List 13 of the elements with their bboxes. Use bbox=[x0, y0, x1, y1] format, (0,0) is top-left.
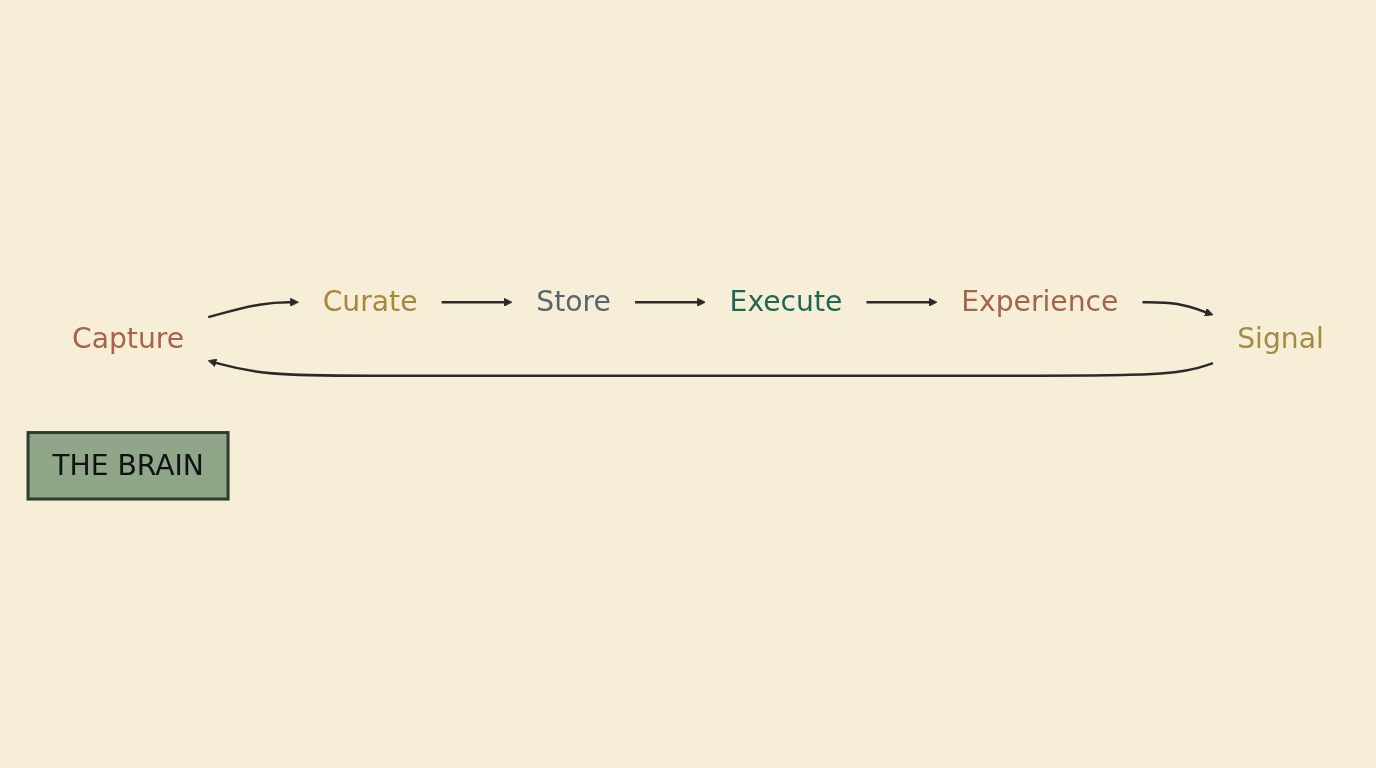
node-text: Signal bbox=[1237, 321, 1324, 356]
arrow bbox=[207, 297, 299, 319]
node-text: Execute bbox=[729, 285, 843, 319]
arrow bbox=[1142, 300, 1214, 317]
node-text: Store bbox=[536, 285, 611, 319]
arrow bbox=[866, 297, 938, 307]
node-text: Curate bbox=[322, 285, 418, 319]
arrow bbox=[635, 297, 706, 307]
arrow bbox=[207, 358, 1214, 377]
arrow bbox=[441, 297, 513, 307]
node-box: THE BRAIN bbox=[26, 431, 230, 501]
node-text: Experience bbox=[961, 285, 1119, 319]
node-text: Capture bbox=[72, 321, 185, 356]
